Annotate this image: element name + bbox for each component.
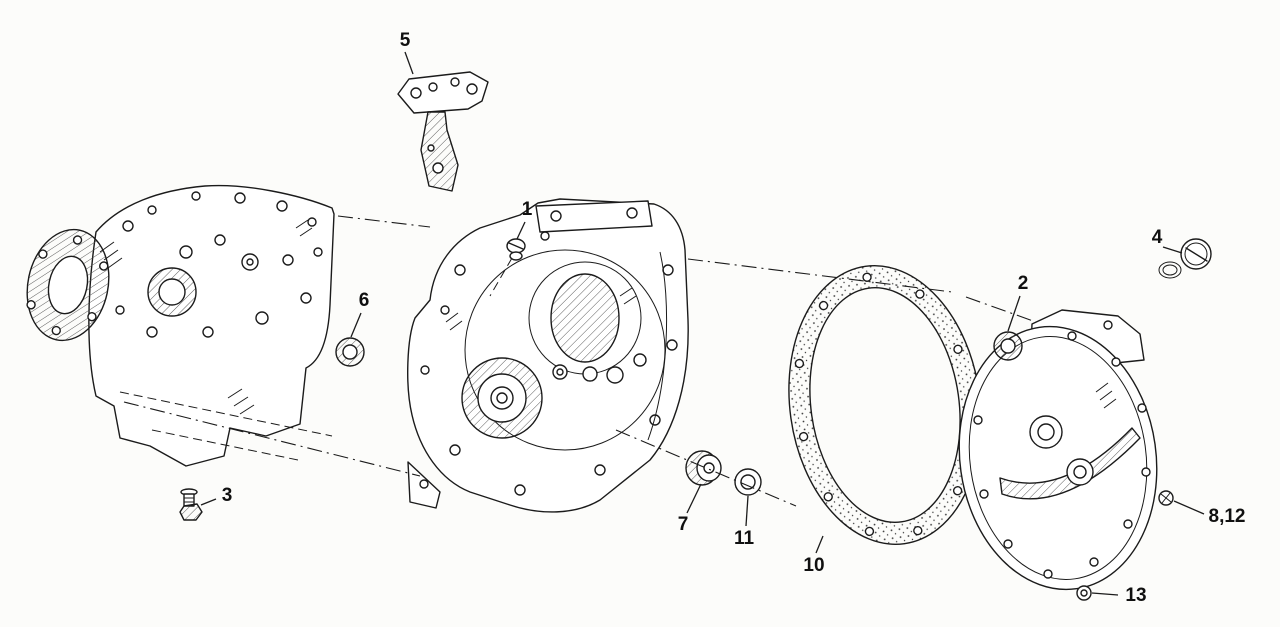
part-bolt-3-drawing (179, 488, 203, 521)
callout-label-10: 10 (803, 555, 824, 576)
part-gasket-drawing (788, 265, 982, 545)
callout-label-13: 13 (1125, 585, 1146, 606)
callout-label-1: 1 (522, 199, 533, 220)
part-inner-primary-housing-drawing (407, 198, 689, 513)
part-outer-primary-cover-drawing (958, 309, 1158, 591)
callout-label-4: 4 (1152, 227, 1163, 248)
part-bearing-6-drawing (335, 337, 365, 367)
assembly-centerlines (123, 215, 1037, 507)
callout-label-7: 7 (678, 514, 689, 535)
callout-leader-lines (200, 51, 1205, 596)
part-crankcase-half-drawing (26, 184, 335, 467)
callout-label-6: 6 (359, 290, 370, 311)
part-mounting-bracket-drawing (397, 71, 489, 192)
part-washer-11-drawing (734, 468, 762, 496)
part-bearing-2-drawing (993, 331, 1023, 361)
callout-label-11: 11 (734, 528, 755, 549)
part-seal-7-drawing (685, 450, 722, 486)
callout-label-2: 2 (1018, 273, 1029, 294)
part-washer-13-drawing (1076, 585, 1092, 601)
part-screw-8-12-drawing (1158, 490, 1174, 506)
callout-label-8-12: 8,12 (1209, 506, 1246, 527)
callout-labels: 5 1 4 2 6 3 7 11 10 8,12 13 (222, 30, 1246, 606)
callout-label-5: 5 (400, 30, 411, 51)
part-plug-1-drawing (506, 238, 526, 261)
callout-label-3: 3 (222, 485, 233, 506)
part-plug-4-drawing (1158, 238, 1212, 279)
